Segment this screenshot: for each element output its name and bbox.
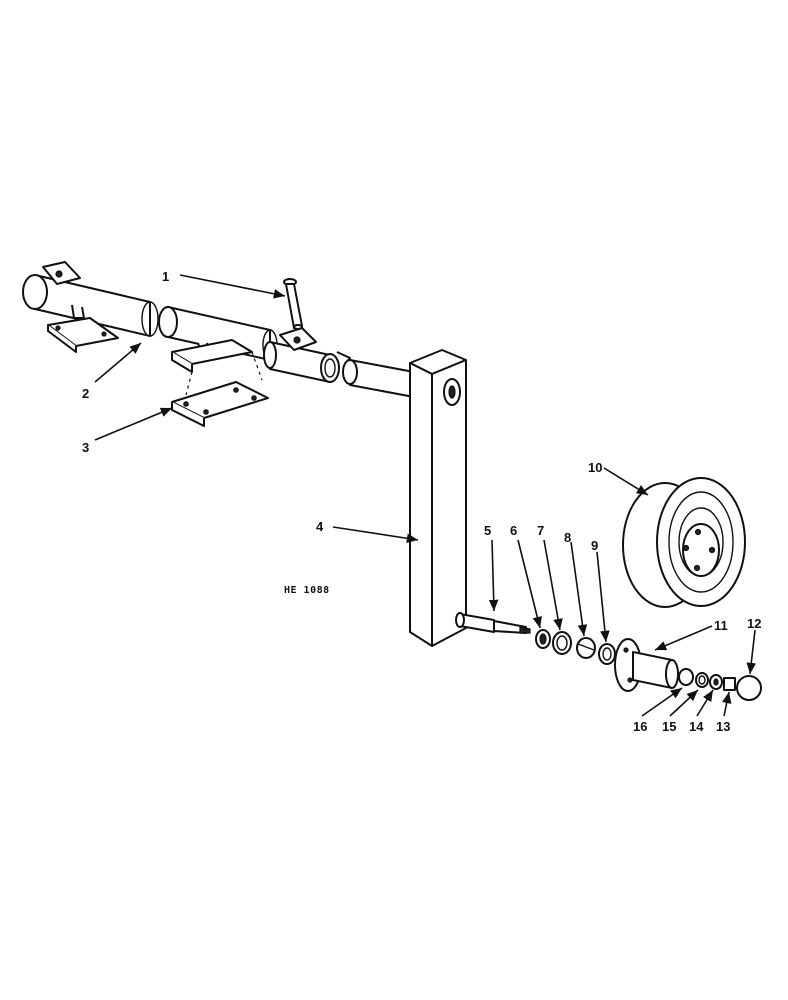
hub-small-parts — [678, 668, 762, 701]
reference-code: HE 1088 — [284, 585, 330, 596]
callout-8: 8 — [564, 530, 571, 545]
callout-12: 12 — [747, 616, 761, 631]
callout-7: 7 — [537, 523, 544, 538]
callout-9: 9 — [591, 538, 598, 553]
spindle — [455, 612, 531, 634]
callout-14: 14 — [689, 719, 704, 734]
callout-5: 5 — [484, 523, 491, 538]
mounting-plate — [171, 351, 269, 427]
callout-1: 1 — [162, 269, 169, 284]
callout-6: 6 — [510, 523, 517, 538]
callout-16: 16 — [633, 719, 647, 734]
hub — [614, 638, 679, 692]
callout-11: 11 — [714, 618, 728, 633]
callout-10: 10 — [588, 460, 602, 475]
callout-4: 4 — [316, 519, 324, 534]
callout-3: 3 — [82, 440, 89, 455]
callout-labels: 1 2 3 4 5 6 7 8 9 10 11 12 13 14 15 16 — [82, 269, 761, 734]
callout-15: 15 — [662, 719, 676, 734]
callout-13: 13 — [716, 719, 730, 734]
right-axle-tube — [263, 327, 351, 383]
pin — [283, 278, 303, 330]
middle-axle-tube — [158, 306, 278, 373]
caster-leg — [342, 349, 467, 647]
callout-2: 2 — [82, 386, 89, 401]
left-axle-tube — [22, 261, 159, 353]
leader-lines — [94, 274, 757, 717]
seal-bearing-stack — [535, 629, 616, 665]
wheel — [622, 477, 746, 608]
